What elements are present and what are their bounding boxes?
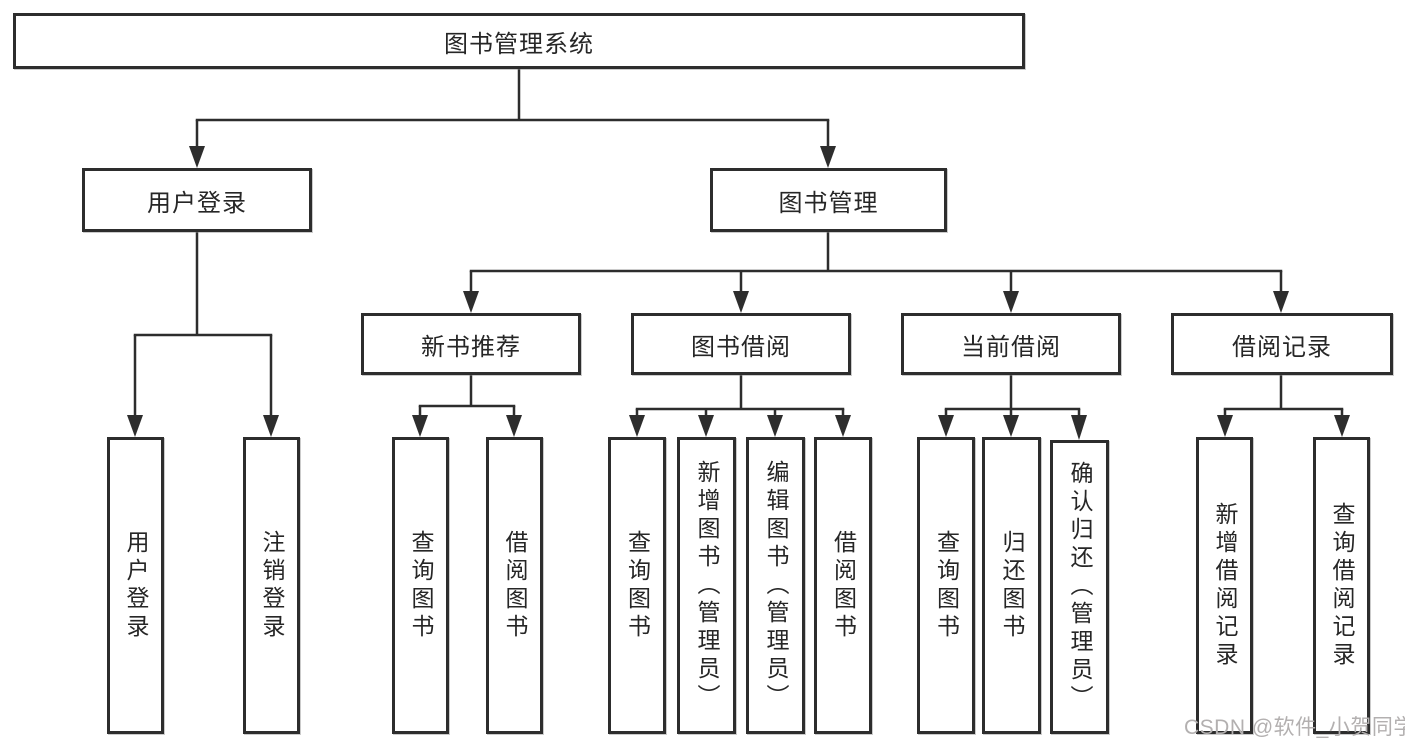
arrow-down-icon <box>412 415 428 437</box>
arrow-down-icon <box>1217 415 1233 437</box>
leaf-query-books-recommend-label: 查询图书 <box>408 529 434 642</box>
arrow-down-icon <box>733 291 749 313</box>
leaf-query-books-borrowing-label: 查询图书 <box>624 529 651 642</box>
node-user-login-label: 用户登录 <box>147 189 247 217</box>
node-book-management: 图书管理 <box>710 168 947 232</box>
node-new-book-recommend: 新书推荐 <box>361 313 581 375</box>
leaf-confirm-return-admin: 确认归还（管理员） <box>1050 440 1109 734</box>
arrow-down-icon <box>835 415 851 437</box>
arrow-down-icon <box>1334 415 1350 437</box>
node-book-borrowing-label: 图书借阅 <box>691 333 791 361</box>
node-current-borrowing-label: 当前借阅 <box>961 333 1061 361</box>
leaf-query-books-borrowing: 查询图书 <box>608 437 666 734</box>
leaf-query-books-recommend: 查询图书 <box>392 437 449 734</box>
arrow-down-icon <box>1273 291 1289 313</box>
leaf-confirm-return-admin-label: 确认归还（管理员） <box>1067 461 1093 713</box>
arrow-down-icon <box>938 415 954 437</box>
node-root-system: 图书管理系统 <box>13 13 1025 69</box>
leaf-query-books-current: 查询图书 <box>917 437 975 734</box>
leaf-query-books-current-label: 查询图书 <box>933 529 960 642</box>
leaf-logout: 注销登录 <box>243 437 300 734</box>
leaf-logout-label: 注销登录 <box>259 529 285 642</box>
arrow-down-icon <box>506 415 522 437</box>
arrow-down-icon <box>1003 291 1019 313</box>
leaf-borrow-books: 借阅图书 <box>814 437 872 734</box>
leaf-borrow-books-recommend-label: 借阅图书 <box>502 529 528 642</box>
node-current-borrowing: 当前借阅 <box>901 313 1121 375</box>
leaf-add-books-admin-label: 新增图书（管理员） <box>694 459 720 712</box>
arrow-down-icon <box>189 146 205 168</box>
arrow-down-icon <box>1071 415 1087 440</box>
node-borrowing-records: 借阅记录 <box>1171 313 1393 375</box>
node-book-management-label: 图书管理 <box>778 189 879 217</box>
leaf-add-borrow-record: 新增借阅记录 <box>1196 437 1253 734</box>
node-new-book-recommend-label: 新书推荐 <box>421 333 521 361</box>
arrow-down-icon <box>127 415 143 437</box>
arrow-down-icon <box>820 146 836 168</box>
leaf-add-borrow-record-label: 新增借阅记录 <box>1212 501 1238 670</box>
leaf-return-books: 归还图书 <box>982 437 1041 734</box>
arrow-down-icon <box>698 415 714 437</box>
arrow-down-icon <box>463 291 479 313</box>
arrow-down-icon <box>629 415 645 437</box>
leaf-borrow-books-label: 借阅图书 <box>830 529 857 642</box>
leaf-add-books-admin: 新增图书（管理员） <box>677 437 736 734</box>
arrow-down-icon <box>263 415 279 437</box>
leaf-user-login-label: 用户登录 <box>123 529 149 642</box>
leaf-edit-books-admin: 编辑图书（管理员） <box>746 437 805 734</box>
leaf-edit-books-admin-label: 编辑图书（管理员） <box>763 459 789 712</box>
node-borrowing-records-label: 借阅记录 <box>1232 333 1332 361</box>
leaf-query-borrow-record-label: 查询借阅记录 <box>1329 501 1355 670</box>
leaf-return-books-label: 归还图书 <box>999 529 1025 642</box>
leaf-user-login: 用户登录 <box>107 437 164 734</box>
leaf-borrow-books-recommend: 借阅图书 <box>486 437 543 734</box>
csdn-watermark: CSDN @软件_小贺同学 <box>1184 716 1405 739</box>
node-root-label: 图书管理系统 <box>444 30 594 58</box>
node-user-login: 用户登录 <box>82 168 312 232</box>
arrow-down-icon <box>767 415 783 437</box>
leaf-query-borrow-record: 查询借阅记录 <box>1313 437 1370 734</box>
arrow-down-icon <box>1003 415 1019 437</box>
node-book-borrowing: 图书借阅 <box>631 313 851 375</box>
